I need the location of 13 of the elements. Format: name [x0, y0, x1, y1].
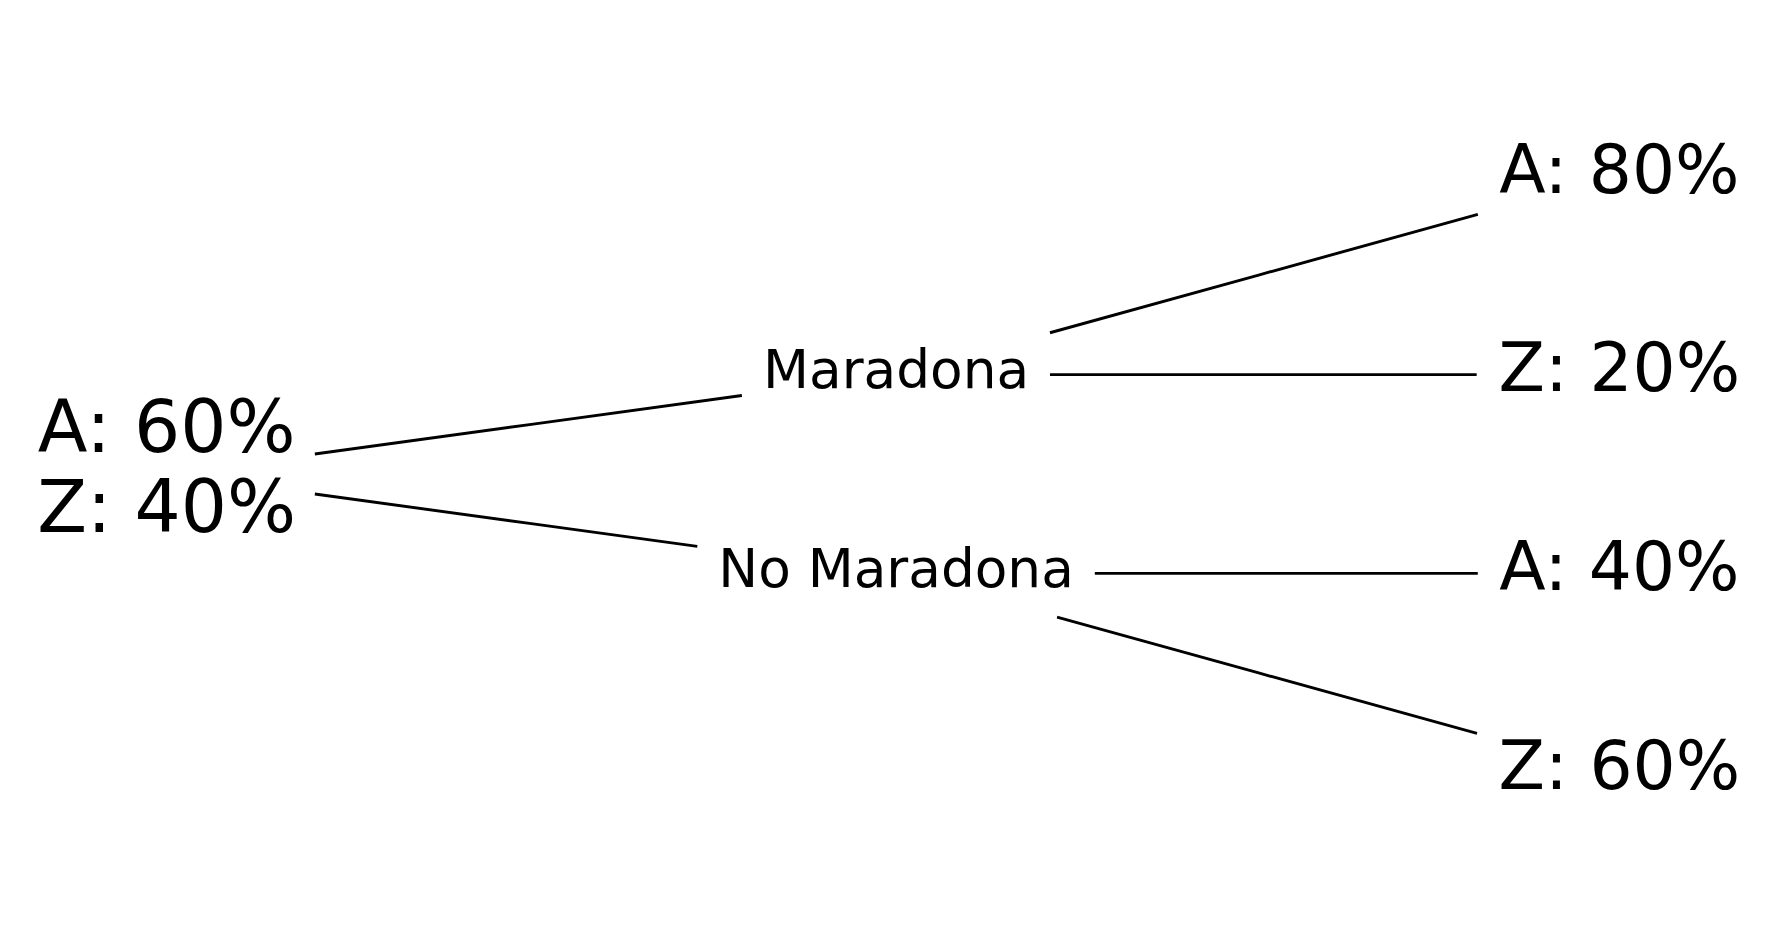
- node-text: Z: 20%: [1498, 327, 1741, 407]
- node-text: A: 60% Z: 40%: [37, 384, 297, 549]
- node-text: A: 80%: [1499, 129, 1740, 209]
- connector: [1049, 212, 1479, 334]
- connector: [314, 393, 743, 455]
- connector: [1094, 571, 1478, 575]
- connector: [1050, 372, 1477, 376]
- node-text: Z: 60%: [1498, 725, 1741, 805]
- node-text: No Maradona: [718, 537, 1074, 600]
- node-text: A: 40%: [1499, 526, 1740, 606]
- connector: [1056, 615, 1478, 735]
- connector: [314, 492, 698, 548]
- node-text: Maradona: [763, 338, 1030, 401]
